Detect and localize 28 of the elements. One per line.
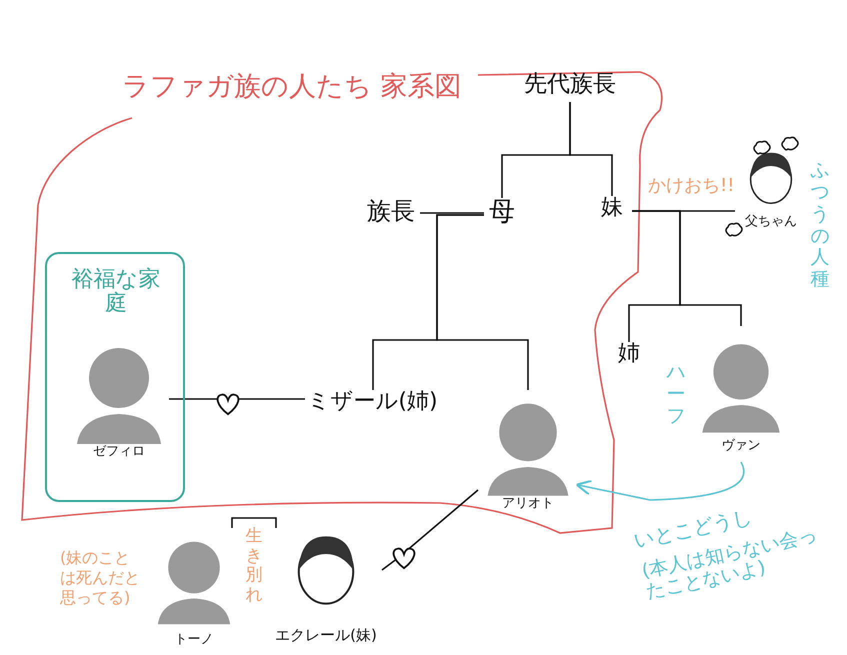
family-group-box: [45, 252, 185, 502]
tree-line: [632, 210, 742, 326]
name-label: アリオト: [502, 496, 554, 512]
edge-label: かけおち!!: [648, 176, 734, 196]
family-member-label: 姉: [612, 342, 646, 374]
name-label: ヴァン: [722, 438, 760, 454]
side-note: (妹のことは死んだと思ってる): [60, 548, 141, 608]
name-label: トーノ: [174, 632, 214, 648]
side-note: ハーフ: [666, 362, 686, 428]
name-label: 父ちゃん: [745, 214, 797, 230]
edge-label: 生き別れ: [245, 527, 263, 606]
family-member-label: 母: [484, 198, 520, 232]
name-label: エクレール(妹): [275, 626, 377, 644]
arrow: [576, 462, 744, 501]
tree-line: [569, 102, 613, 196]
name-label: ゼフィロ: [93, 444, 145, 460]
family-member-label: 族長: [362, 198, 420, 228]
box-heading: 裕福な家庭: [70, 268, 162, 316]
title: ラファガ族の人たち 家系図: [122, 72, 462, 102]
family-member-label: ミザール(姉): [305, 390, 440, 424]
family-member-label: 先代族長: [520, 72, 620, 102]
side-note: ふつうの人種: [810, 160, 830, 292]
tree-line: [169, 398, 305, 400]
tree-line: [231, 517, 277, 528]
tree-line: [420, 212, 484, 214]
family-member-label: 妹: [592, 196, 632, 226]
tree-line: [382, 489, 479, 571]
tree-line: [436, 214, 529, 390]
